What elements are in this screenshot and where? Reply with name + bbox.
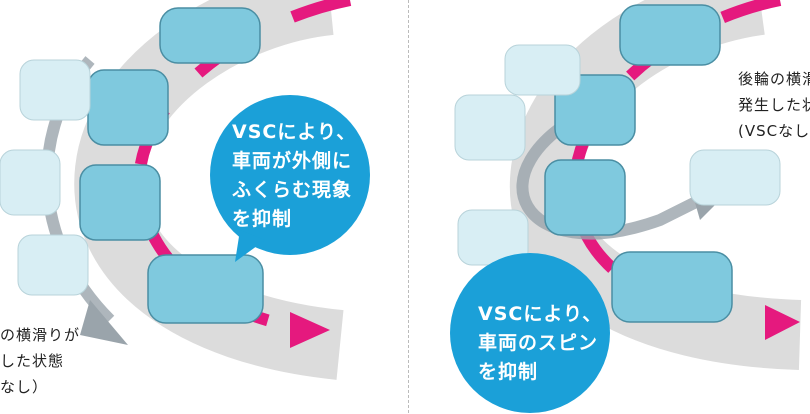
note-line: した状態 <box>0 352 65 370</box>
bubble-left <box>210 95 370 255</box>
bubble-line: 車両のスピン <box>478 332 599 354</box>
lane-arrow-left <box>290 312 330 348</box>
lane-arrow-right <box>765 305 800 340</box>
bubble-text-left: VSCにより、 車両が外側に ふくらむ現象 を抑制 <box>232 118 356 234</box>
cars-left <box>79 7 264 324</box>
ghost-cars-right <box>454 44 781 266</box>
note-line: 後輪の横滑 <box>738 70 810 88</box>
note-line: なし） <box>0 378 49 396</box>
note-left: の横滑りが した状態 なし） <box>0 322 80 400</box>
bubble-line: VSCにより、 <box>478 303 603 325</box>
bubble-line: VSCにより、 <box>232 121 357 143</box>
cars-right <box>544 4 733 323</box>
slip-arrow-right <box>516 104 703 240</box>
panel-divider <box>408 0 409 413</box>
note-line: 発生した状 <box>738 96 810 114</box>
bubble-line: を抑制 <box>478 361 539 383</box>
note-line: (VSCなし <box>738 122 810 140</box>
bubble-tail-left <box>235 230 265 262</box>
note-right: 後輪の横滑 発生した状 (VSCなし <box>738 66 810 144</box>
bubble-line: を抑制 <box>232 208 293 230</box>
bubble-line: ふくらむ現象 <box>232 179 353 201</box>
slip-arrowhead-left <box>80 300 128 345</box>
bubble-right <box>450 253 610 413</box>
ghost-cars-left <box>0 59 91 296</box>
bubble-text-right: VSCにより、 車両のスピン を抑制 <box>478 300 602 387</box>
note-line: の横滑りが <box>0 326 81 344</box>
bubble-line: 車両が外側に <box>232 150 353 172</box>
